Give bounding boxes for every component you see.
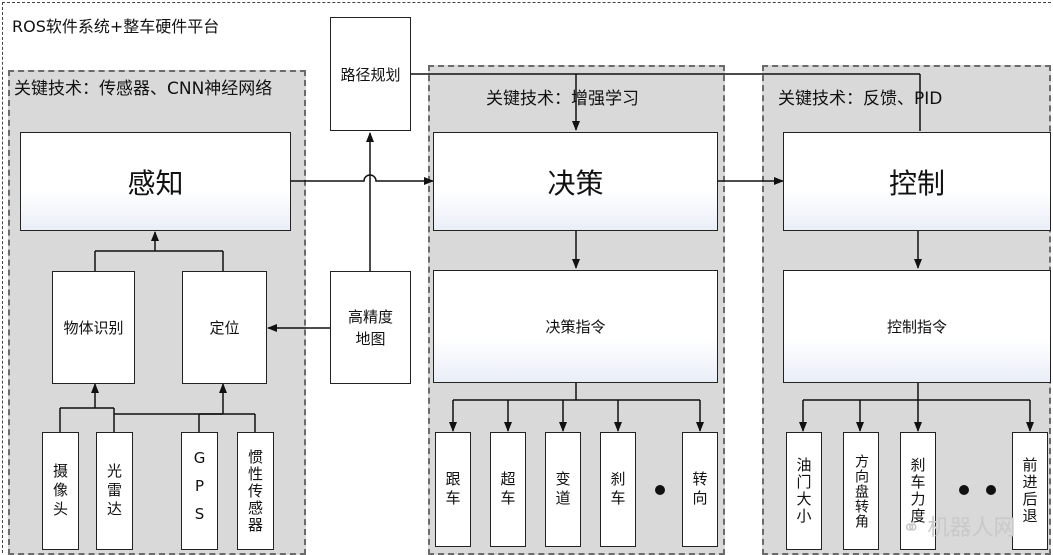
sensor-lidar-box: 光雷达 [96,432,133,550]
ellipsis-dot [959,485,969,495]
control-command-box: 控制指令 [783,270,1051,383]
decision-output-overtake-label: 超车 [498,470,517,509]
decision-output-overtake-box: 超车 [490,432,526,547]
decision-output-follow-label: 跟车 [443,470,462,509]
wechat-icon: ⚭ [902,516,921,541]
sensor-camera-label: 摄像头 [51,462,69,520]
object-recognition-label: 物体识别 [63,319,124,337]
sensor-camera-box: 摄像头 [42,432,79,550]
control-box: 控制 [783,132,1051,231]
hd-map-label: 高精度地图 [347,307,393,348]
decision-output-brake-label: 刹车 [608,470,627,509]
decision-command-box: 决策指令 [433,270,718,383]
control-output-brake-force-label: 刹车力度 [908,457,927,525]
sensor-gps-label: GPS [190,449,209,533]
path-planning-label: 路径规划 [340,65,401,84]
decision-output-lane-change-label: 变道 [553,470,572,509]
decision-output-follow-box: 跟车 [435,432,471,547]
control-output-brake-force-box: 刹车力度 [900,432,936,550]
localization-label: 定位 [209,319,240,337]
control-output-steering-angle-box: 方向盘转角 [843,432,879,550]
perception-tech-label: 关键技术：传感器、CNN神经网络 [14,79,273,99]
sensor-imu-label: 惯性传感器 [246,448,264,534]
control-output-forward-reverse-label: 前进后退 [1020,457,1039,525]
sensor-imu-box: 惯性传感器 [237,432,274,550]
decision-output-steer-label: 转向 [690,470,709,509]
watermark: ⚭ 机器人网 [902,510,1015,542]
platform-title: ROS软件系统+整车硬件平台 [12,17,220,36]
control-output-steering-angle-label: 方向盘转角 [853,453,869,529]
decision-output-lane-change-box: 变道 [545,432,581,547]
control-output-forward-reverse-box: 前进后退 [1012,432,1048,550]
perception-box: 感知 [20,132,291,231]
hd-map-box: 高精度地图 [330,271,411,384]
control-output-throttle-label: 油门大小 [794,457,813,525]
decision-output-brake-box: 刹车 [600,432,636,547]
control-label: 控制 [888,166,945,200]
perception-label: 感知 [127,166,184,200]
decision-label: 决策 [547,166,604,200]
sensor-gps-box: GPS [181,432,218,550]
decision-command-label: 决策指令 [545,318,606,336]
sensor-lidar-label: 光雷达 [105,462,123,520]
control-output-throttle-box: 油门大小 [786,432,822,550]
decision-tech-label: 关键技术：增强学习 [486,89,639,109]
localization-box: 定位 [182,271,267,384]
decision-box: 决策 [433,132,718,231]
ellipsis-dot [655,485,665,495]
object-recognition-box: 物体识别 [52,271,135,384]
ellipsis-dot [986,485,996,495]
decision-output-steer-box: 转向 [682,432,718,547]
control-command-label: 控制指令 [886,318,947,336]
path-planning-box: 路径规划 [330,17,411,131]
control-tech-label: 关键技术：反馈、PID [778,89,943,109]
watermark-text: 机器人网 [927,516,1016,541]
